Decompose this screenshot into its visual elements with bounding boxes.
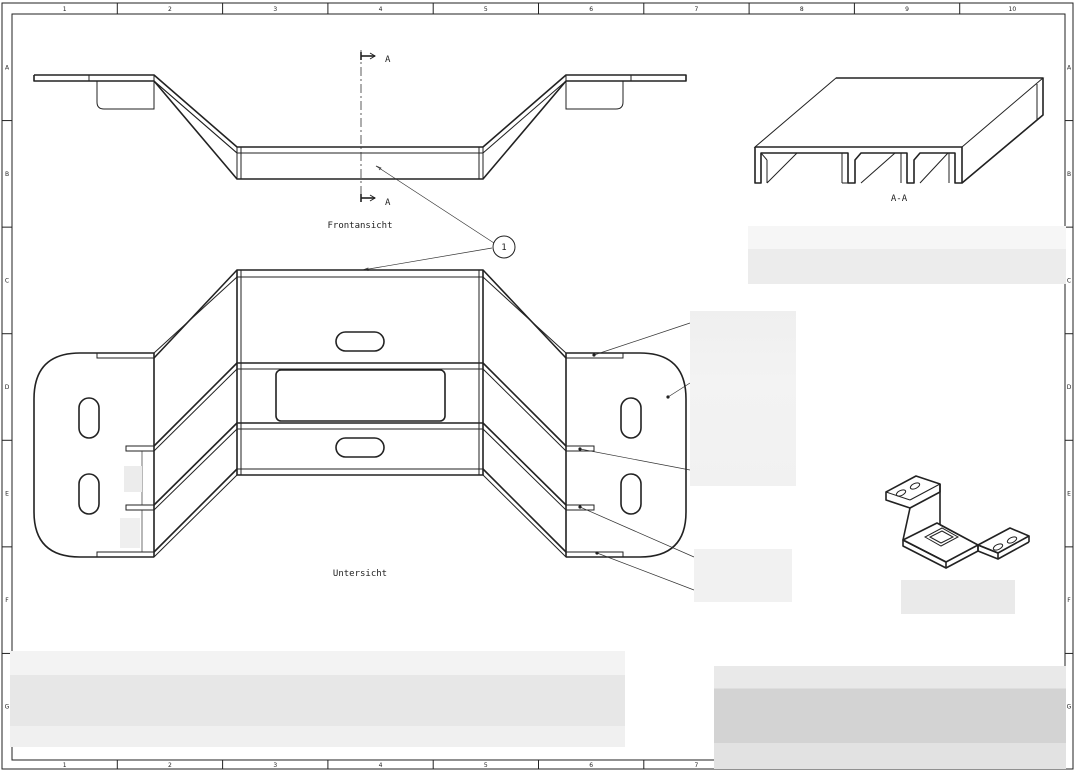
zone-row-B-left: B [5,171,9,178]
cut-marker-bottom: A [385,198,391,208]
zone-row-G-left: G [5,704,10,711]
zone-row-E-left: E [5,491,9,498]
redacted-dimension-1 [124,466,142,492]
zone-col-3-top: 3 [273,6,277,13]
zone-row-D-left: D [5,384,10,391]
zone-col-7-top: 7 [695,6,699,13]
zone-row-A-right: A [1067,64,1072,71]
zone-col-5-bottom: 5 [484,762,488,769]
redacted-iso-caption [901,580,1015,614]
zone-col-1-top: 1 [63,6,67,13]
item-balloon [362,165,516,271]
front-view-label: Frontansicht [327,221,392,231]
isometric-view [885,475,1030,569]
zone-col-8-top: 8 [800,6,804,13]
section-view [753,77,1045,184]
zone-row-E-right: E [1067,491,1071,498]
zone-col-6-bottom: 6 [589,762,593,769]
redacted-dimension-2 [120,518,140,548]
redacted-notes-block [10,651,625,747]
redacted-title-block [714,666,1066,769]
zone-col-10-top: 10 [1009,6,1017,13]
bottom-view-label: Untersicht [333,569,387,579]
zone-row-F-left: F [5,597,9,604]
redacted-callout-top [690,311,796,486]
zone-col-3-bottom: 3 [273,762,277,769]
zone-row-G-right: G [1067,704,1072,711]
zone-col-2-bottom: 2 [168,762,172,769]
zone-col-6-top: 6 [589,6,593,13]
zone-col-4-top: 4 [379,6,383,13]
zone-col-7-bottom: 7 [695,762,699,769]
zone-col-4-bottom: 4 [379,762,383,769]
redacted-block-section-notes [748,226,1066,284]
zone-row-A-left: A [5,64,10,71]
section-label: A-A [891,194,908,204]
zone-row-F-right: F [1067,597,1071,604]
zone-row-B-right: B [1067,171,1071,178]
zone-col-9-top: 9 [905,6,909,13]
zone-row-D-right: D [1067,384,1072,391]
cut-marker-top: A [385,55,391,65]
balloon-number: 1 [501,243,506,253]
zone-row-C-right: C [1067,277,1071,284]
front-view [33,50,687,203]
zone-row-C-left: C [5,277,9,284]
redacted-callout-bottom [694,549,792,602]
zone-col-1-bottom: 1 [63,762,67,769]
zone-col-2-top: 2 [168,6,172,13]
bottom-view [33,269,695,591]
zone-col-5-top: 5 [484,6,488,13]
